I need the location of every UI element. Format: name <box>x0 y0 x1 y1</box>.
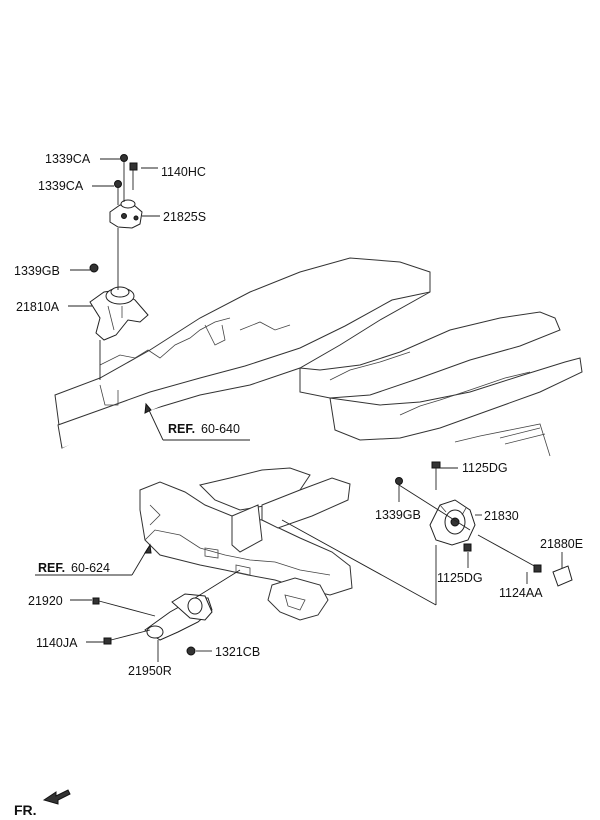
front-direction-indicator: FR. <box>14 789 71 818</box>
cap-21880e <box>552 565 573 587</box>
bolt-1125dg-bottom <box>463 543 472 552</box>
label-1339ca-top: 1339CA <box>45 152 91 166</box>
bolt-1125dg-top <box>431 461 441 490</box>
arrow-icon <box>42 789 71 805</box>
bolt-1140ja <box>103 629 151 645</box>
leader-lines-upper <box>68 158 160 380</box>
label-21810a: 21810A <box>16 300 60 314</box>
upper-frame-rail <box>54 257 583 457</box>
nut-1339ca-mid <box>114 180 122 188</box>
ref-callout-60-624: REF. 60-624 <box>35 543 152 576</box>
ref-60-640-prefix: REF. <box>168 422 195 436</box>
label-1140hc: 1140HC <box>161 165 206 179</box>
label-21920: 21920 <box>28 594 63 608</box>
ref-callout-60-640: REF. 60-640 <box>144 402 250 441</box>
mount-bracket-21830 <box>429 499 476 546</box>
bolt-1124aa <box>477 534 542 573</box>
label-21825s: 21825S <box>163 210 206 224</box>
ref-60-624-prefix: REF. <box>38 561 65 575</box>
bolt-1140hc <box>129 162 138 190</box>
label-21830: 21830 <box>484 509 519 523</box>
label-21950r: 21950R <box>128 664 172 678</box>
nut-1321cb <box>186 646 196 656</box>
label-1339gb-left: 1339GB <box>14 264 60 278</box>
label-1339ca-mid: 1339CA <box>38 179 84 193</box>
bolt-21920 <box>92 597 156 617</box>
mount-bracket-21825s <box>109 199 143 229</box>
label-1321cb: 1321CB <box>215 645 260 659</box>
label-21880e: 21880E <box>540 537 583 551</box>
front-direction-label: FR. <box>14 802 37 818</box>
label-1140ja: 1140JA <box>36 636 78 650</box>
label-1125dg-top: 1125DG <box>462 461 508 475</box>
leader-lines-lower <box>70 569 241 662</box>
label-1124aa: 1124AA <box>499 586 543 600</box>
ref-60-640-number: 60-640 <box>201 422 240 436</box>
ref-60-624-number: 60-624 <box>71 561 110 575</box>
mount-insulator-21810a <box>89 286 149 341</box>
nut-1339ca-top <box>120 154 128 162</box>
nut-1339gb-left <box>89 263 99 273</box>
label-1125dg-bottom: 1125DG <box>437 571 483 585</box>
nut-1339gb-right <box>395 477 403 485</box>
part-labels: 1339CA 1140HC 1339CA 21825S 1339GB 21810… <box>14 152 583 678</box>
leader-lines-right <box>281 467 563 606</box>
label-1339gb-right: 1339GB <box>375 508 421 522</box>
lower-subframe <box>139 467 353 621</box>
roll-rod-21950r <box>144 593 213 641</box>
